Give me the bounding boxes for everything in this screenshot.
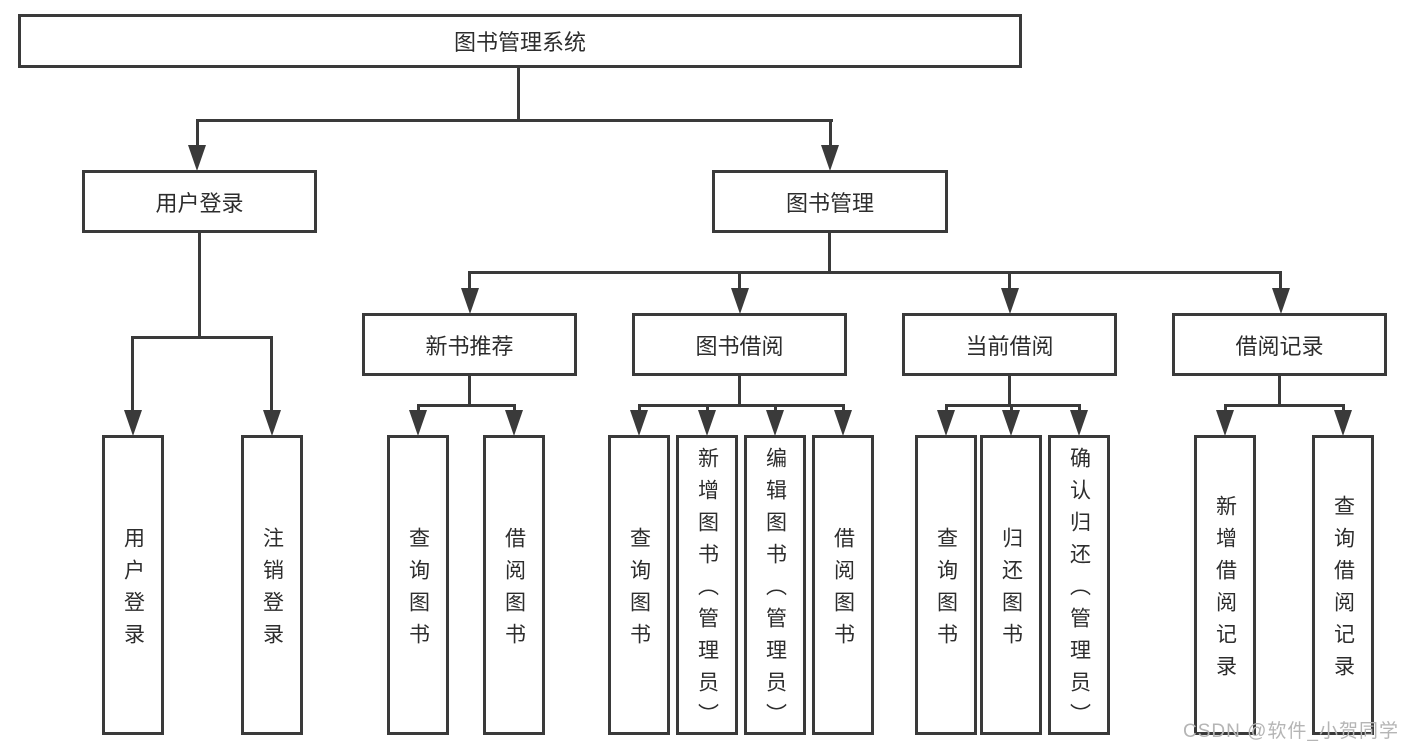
arrowhead-down-icon (834, 410, 852, 436)
connector-line (513, 404, 516, 413)
connector-line (468, 376, 471, 406)
node-label: 图书借阅 (695, 333, 784, 359)
node-current-borrow: 当前借阅 (902, 313, 1117, 376)
node-confirm-return-admin: 确认归还（管理员） (1048, 435, 1110, 735)
arrowhead-down-icon (409, 410, 427, 436)
node-query-books-current: 查询图书 (915, 435, 977, 735)
node-label: 查询图书 (934, 526, 958, 655)
node-label: 注销登录 (260, 526, 284, 655)
arrowhead-down-icon (1002, 410, 1020, 436)
connector-line (417, 404, 420, 413)
node-label: 查询图书 (627, 526, 651, 655)
watermark: CSDN @软件_小贺同学 (1183, 721, 1399, 742)
node-label: 归还图书 (999, 526, 1023, 655)
connector-line (1342, 404, 1345, 413)
node-book-borrow: 图书借阅 (632, 313, 847, 376)
node-return-book: 归还图书 (980, 435, 1042, 735)
connector-line (1078, 404, 1081, 413)
node-user-login: 用户登录 (82, 170, 317, 233)
arrowhead-down-icon (1001, 288, 1019, 314)
arrowhead-down-icon (1272, 288, 1290, 314)
connector-line (738, 376, 741, 406)
node-add-borrow-record: 新增借阅记录 (1194, 435, 1256, 735)
node-new-book-rec: 新书推荐 (362, 313, 577, 376)
connector-line (774, 404, 777, 413)
node-label: 图书管理 (785, 190, 874, 216)
node-label: 查询图书 (406, 526, 430, 655)
arrowhead-down-icon (188, 145, 206, 171)
node-label: 确认归还（管理员） (1067, 446, 1091, 735)
node-label: 编辑图书（管理员） (763, 446, 787, 735)
node-label: 查询借阅记录 (1331, 494, 1355, 687)
arrowhead-down-icon (937, 410, 955, 436)
node-query-borrow-record: 查询借阅记录 (1312, 435, 1374, 735)
node-label: 借阅图书 (831, 526, 855, 655)
arrowhead-down-icon (124, 410, 142, 436)
connector-line (1224, 404, 1227, 413)
connector-line (842, 404, 845, 413)
connector-line (468, 271, 471, 289)
arrowhead-down-icon (461, 288, 479, 314)
connector-line (196, 119, 199, 147)
arrowhead-down-icon (1216, 410, 1234, 436)
arrowhead-down-icon (630, 410, 648, 436)
arrowhead-down-icon (731, 288, 749, 314)
connector-line (1278, 376, 1281, 406)
arrowhead-down-icon (821, 145, 839, 171)
connector-line (517, 68, 520, 121)
node-login: 用户登录 (102, 435, 164, 735)
arrowhead-down-icon (263, 410, 281, 436)
arrowhead-down-icon (505, 410, 523, 436)
node-borrow-book: 借阅图书 (812, 435, 874, 735)
node-add-book-admin: 新增图书（管理员） (676, 435, 738, 735)
node-label: 用户登录 (121, 526, 145, 655)
connector-line (638, 404, 845, 407)
node-label: 图书管理系统 (453, 30, 586, 55)
connector-line (1224, 404, 1345, 407)
arrowhead-down-icon (1070, 410, 1088, 436)
connector-line (468, 271, 1282, 274)
node-label: 新增图书（管理员） (695, 446, 719, 735)
connector-line (132, 336, 273, 339)
connector-line (945, 404, 948, 413)
node-label: 借阅图书 (502, 526, 526, 655)
node-label: 新书推荐 (425, 333, 514, 359)
connector-line (270, 336, 273, 411)
node-borrow-records: 借阅记录 (1172, 313, 1387, 376)
connector-line (638, 404, 641, 413)
arrowhead-down-icon (1334, 410, 1352, 436)
node-book-mgmt: 图书管理 (712, 170, 948, 233)
connector-line (828, 233, 831, 274)
arrowhead-down-icon (766, 410, 784, 436)
connector-line (131, 336, 134, 411)
node-label: 用户登录 (155, 190, 244, 216)
connector-line (706, 404, 709, 413)
connector-line (198, 233, 201, 339)
connector-line (197, 119, 833, 122)
node-borrow-book-rec: 借阅图书 (483, 435, 545, 735)
connector-line (829, 119, 832, 147)
node-query-books-borrow: 查询图书 (608, 435, 670, 735)
connector-line (1008, 376, 1011, 406)
node-label: 当前借阅 (965, 333, 1054, 359)
node-edit-book-admin: 编辑图书（管理员） (744, 435, 806, 735)
node-logout: 注销登录 (241, 435, 303, 735)
connector-line (738, 271, 741, 289)
node-query-books-rec: 查询图书 (387, 435, 449, 735)
node-label: 新增借阅记录 (1213, 494, 1237, 687)
connector-line (945, 404, 1081, 407)
connector-line (1279, 271, 1282, 289)
connector-line (1008, 271, 1011, 289)
node-root: 图书管理系统 (18, 14, 1022, 68)
node-label: 借阅记录 (1235, 333, 1324, 359)
connector-line (1010, 404, 1013, 413)
connector-line (417, 404, 516, 407)
arrowhead-down-icon (698, 410, 716, 436)
